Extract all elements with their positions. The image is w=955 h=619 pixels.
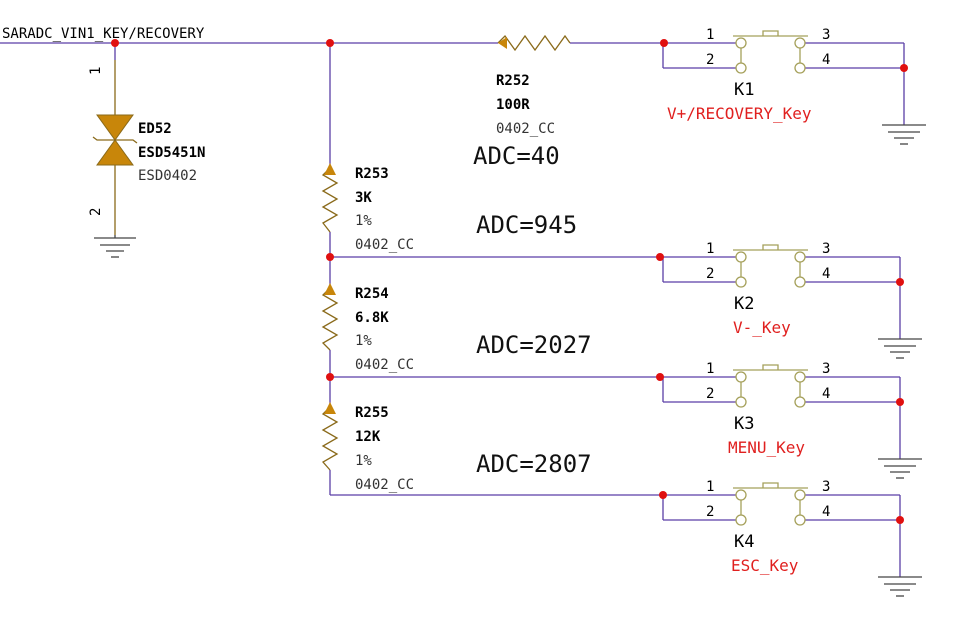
resistor-r253-symbol [321, 163, 339, 233]
switch-contact [794, 62, 806, 74]
key-pin-number: 4 [822, 52, 830, 68]
r255-designator: R255 [355, 405, 389, 421]
r255-value: 12K [355, 429, 381, 445]
resistor-r252-symbol [497, 34, 571, 52]
r254-footprint: 0402_CC [355, 357, 414, 373]
switch-contact [735, 396, 747, 408]
r253-value: 3K [355, 190, 372, 206]
switch-contact [735, 62, 747, 74]
diode-designator: ED52 [138, 121, 172, 137]
diode-pin-1: 1 [88, 67, 104, 75]
junctions [111, 39, 668, 381]
switch-contact [735, 489, 747, 501]
key-designator: K2 [734, 294, 754, 314]
key-label: MENU_Key [728, 438, 805, 457]
r253-tolerance: 1% [355, 213, 372, 229]
r254-designator: R254 [355, 286, 389, 302]
r252-designator: R252 [496, 73, 530, 89]
ground-symbol-diode [94, 235, 136, 258]
key-pin-number: 3 [822, 27, 830, 43]
adc-label-2: ADC=945 [476, 211, 577, 239]
r254-value: 6.8K [355, 310, 389, 326]
adc-label-1: ADC=40 [473, 142, 560, 170]
wires [0, 42, 664, 496]
switch-contact [735, 514, 747, 526]
r253-footprint: 0402_CC [355, 237, 414, 253]
key-pin-number: 4 [822, 504, 830, 520]
switch-contact [794, 514, 806, 526]
key-designator: K1 [734, 80, 754, 100]
key-label: V+/RECOVERY_Key [667, 104, 812, 123]
net-label: SARADC_VIN1_KEY/RECOVERY [2, 26, 205, 42]
ground-symbol [878, 576, 922, 597]
switch-contact [735, 37, 747, 49]
switch-contact [735, 276, 747, 288]
ground-symbol [882, 124, 926, 145]
key-pin-number: 4 [822, 386, 830, 402]
key-pin-number: 2 [706, 504, 714, 520]
switch-contact [794, 251, 806, 263]
switch-contact [794, 489, 806, 501]
adc-label-3: ADC=2027 [476, 331, 592, 359]
switch-contact [794, 396, 806, 408]
r254-tolerance: 1% [355, 333, 372, 349]
junction-dot [896, 398, 904, 406]
diode-part: ESD5451N [138, 145, 205, 161]
junction-dot [326, 39, 334, 47]
junction-dot [326, 253, 334, 261]
adc-label-4: ADC=2807 [476, 450, 592, 478]
key-pin-number: 3 [822, 241, 830, 257]
diode-footprint: ESD0402 [138, 168, 197, 184]
switch-contact [735, 371, 747, 383]
r252-value: 100R [496, 97, 530, 113]
key-pin-number: 2 [706, 266, 714, 282]
junction-dot [896, 278, 904, 286]
diode-pin-2: 2 [88, 208, 104, 216]
switch-contact [794, 276, 806, 288]
r252-footprint: 0402_CC [496, 121, 555, 137]
key-label: ESC_Key [731, 556, 799, 575]
switch-contact [794, 371, 806, 383]
ground-symbol [878, 458, 922, 479]
keys-layer: 1234K1V+/RECOVERY_Key1234K2V-_Key1234K3M… [656, 27, 926, 597]
switch-contact [735, 251, 747, 263]
tvs-diode-ed52 [92, 60, 138, 258]
r255-tolerance: 1% [355, 453, 372, 469]
key-label: V-_Key [733, 318, 791, 337]
junction-dot [326, 373, 334, 381]
junction-dot [660, 39, 668, 47]
junction-dot [656, 373, 664, 381]
key-pin-number: 1 [706, 27, 714, 43]
switch-contact [794, 37, 806, 49]
key-pin-number: 3 [822, 479, 830, 495]
key-pin-number: 3 [822, 361, 830, 377]
key-designator: K3 [734, 414, 754, 434]
junction-dot [900, 64, 908, 72]
key-pin-number: 4 [822, 266, 830, 282]
resistor-r255-symbol [321, 402, 339, 471]
junction-dot [656, 253, 664, 261]
key-pin-number: 2 [706, 52, 714, 68]
r255-footprint: 0402_CC [355, 477, 414, 493]
key-pin-number: 1 [706, 479, 714, 495]
junction-dot [896, 516, 904, 524]
r253-designator: R253 [355, 166, 389, 182]
ground-symbol [878, 338, 922, 359]
key-pin-number: 2 [706, 386, 714, 402]
junction-dot [111, 39, 119, 47]
resistor-r254-symbol [321, 283, 339, 351]
key-designator: K4 [734, 532, 754, 552]
key-pin-number: 1 [706, 241, 714, 257]
junction-dot [659, 491, 667, 499]
key-pin-number: 1 [706, 361, 714, 377]
